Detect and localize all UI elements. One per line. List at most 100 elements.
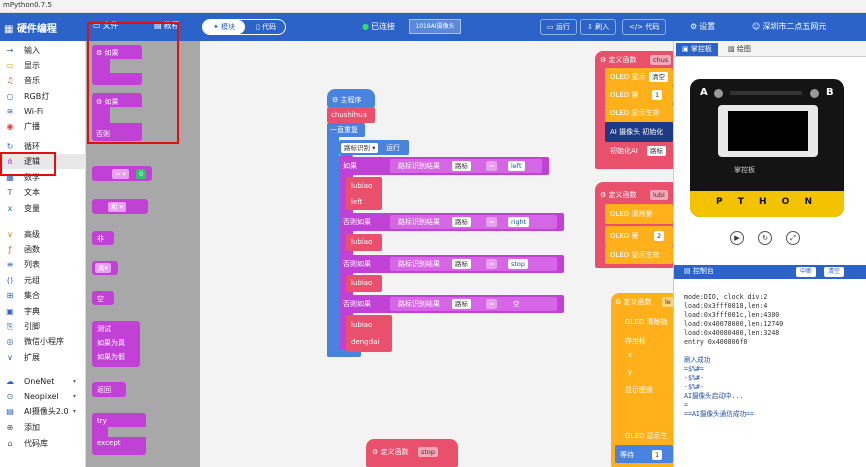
sidebar-item-11[interactable]: ∨高级 — [0, 227, 86, 242]
fn2-line2-value[interactable]: 2 — [654, 231, 665, 241]
settings-button[interactable]: ⚙设置 — [690, 20, 715, 34]
console-line: load:0x40078000,len:12740 — [684, 320, 784, 328]
action-right-call: lubiao — [351, 238, 373, 246]
and-operator[interactable]: 和 ▾ — [108, 202, 126, 212]
result-dropdown[interactable]: 路标 — [452, 299, 471, 309]
sidebar-item-14[interactable]: ()元组 — [0, 273, 86, 288]
return-block[interactable] — [92, 382, 126, 397]
sidebar-item-19[interactable]: ∨扩展 — [0, 350, 86, 365]
run-button[interactable]: ▭ 运行 — [540, 19, 577, 35]
interrupt-button[interactable]: 中断 — [796, 267, 817, 277]
compare-value[interactable]: stop — [508, 259, 529, 269]
action-left-block[interactable] — [346, 177, 382, 210]
fn1-name[interactable]: chus — [650, 55, 672, 65]
def-stop-name[interactable]: stop — [418, 447, 439, 457]
mode-blocks-button[interactable]: ✦ 模块 — [203, 20, 245, 34]
flash-button[interactable]: ⇩ 刷入 — [580, 19, 617, 35]
action-wait-block[interactable] — [346, 315, 392, 352]
condition-keyword: 否则如果 — [343, 260, 371, 268]
play-button[interactable]: ▶ — [730, 231, 744, 245]
code-button[interactable]: </> 代码 — [622, 19, 667, 35]
sidebar-item-8[interactable]: ▦数学 — [0, 170, 86, 185]
tutorial-menu[interactable]: ▤教程 — [154, 19, 180, 33]
gear-icon: ⚙ — [332, 96, 341, 104]
sidebar-item-24[interactable]: ⌂代码库 — [0, 436, 86, 451]
fn1-line2-value[interactable]: 1 — [652, 90, 663, 100]
true-dropdown[interactable]: 真▾ — [95, 263, 111, 273]
fn3-name[interactable]: le — [662, 297, 673, 307]
sidebar-item-0[interactable]: →输入 — [0, 43, 86, 58]
fn3-block[interactable] — [611, 293, 673, 467]
fn3-line7-label: 等待 — [620, 451, 634, 459]
loop-block[interactable] — [327, 123, 365, 137]
sidebar-item-21[interactable]: ⊙Neopixel▾ — [0, 389, 86, 404]
sidebar-item-22[interactable]: ▤AI摄像头2.0▾ — [0, 404, 86, 419]
sidebar-item-16[interactable]: ▣字典 — [0, 304, 86, 319]
compare-value[interactable]: left — [508, 161, 525, 171]
fullscreen-button[interactable]: ⤢ — [786, 231, 800, 245]
tab-board[interactable]: ▣ 掌控板 — [676, 43, 718, 56]
compare-operator[interactable]: = ▾ — [112, 169, 129, 179]
sidebar-item-4[interactable]: ≋Wi-Fi — [0, 104, 86, 119]
button-b[interactable] — [810, 89, 819, 98]
tab-image[interactable]: ▧ 绘图 — [728, 45, 751, 53]
file-menu[interactable]: ▭文件 — [93, 19, 119, 33]
sidebar-item-5[interactable]: ◉广播 — [0, 119, 86, 134]
action-stop-block[interactable] — [346, 275, 382, 292]
category-label: 显示 — [24, 61, 40, 70]
device-button[interactable]: 1018AI摄像头 — [409, 19, 461, 34]
sidebar-item-15[interactable]: ⊞集合 — [0, 288, 86, 303]
sidebar-item-20[interactable]: ☁OneNet▾ — [0, 374, 86, 389]
equals-dropdown[interactable]: = — [486, 161, 498, 171]
reset-button[interactable]: ↻ — [758, 231, 772, 245]
def-stop-block[interactable] — [366, 439, 458, 467]
workspace-canvas[interactable]: ⚙ 主程序 chushihua 一直重复 路标识别 ▾ 运行 如果路标识别结果路… — [200, 41, 673, 467]
mode-code-button[interactable]: ▯ 代码 — [255, 23, 277, 31]
result-dropdown[interactable]: 路标 — [452, 259, 471, 269]
fn3-line7-value[interactable]: 1 — [652, 450, 663, 460]
clear-button[interactable]: 清空 — [824, 267, 845, 277]
compare-value[interactable]: 空 — [513, 300, 520, 308]
sidebar-item-3[interactable]: ○RGB灯 — [0, 89, 86, 104]
equals-dropdown[interactable]: = — [486, 299, 498, 309]
gear-icon: ⚙ — [96, 98, 105, 106]
sidebar-item-1[interactable]: ▭显示 — [0, 58, 86, 73]
action-right-block[interactable] — [346, 234, 382, 251]
fn1-line3[interactable] — [605, 104, 673, 122]
gear-icon: ⚙ — [615, 298, 624, 306]
result-dropdown[interactable]: 路标 — [452, 217, 471, 227]
not-block[interactable] — [92, 231, 114, 245]
sidebar-item-6[interactable]: ↻循环 — [0, 139, 86, 154]
equals-dropdown[interactable]: = — [486, 259, 498, 269]
main-hat-block[interactable] — [327, 89, 375, 107]
equals-dropdown[interactable]: = — [486, 217, 498, 227]
compare-expression[interactable] — [390, 297, 557, 311]
sidebar-item-13[interactable]: ≡列表 — [0, 257, 86, 272]
button-a[interactable] — [714, 89, 723, 98]
ternary-block[interactable] — [92, 321, 140, 367]
sidebar-item-23[interactable]: ⊕添加 — [0, 420, 86, 435]
user-account[interactable]: ☺深圳市二点五网元 — [752, 20, 826, 34]
button-b-label: B — [826, 87, 834, 98]
sidebar-item-18[interactable]: ◎微信小程序 — [0, 334, 86, 349]
compare-value[interactable]: right — [508, 217, 530, 227]
fn2-line1[interactable] — [605, 204, 673, 224]
fn1-line5-value[interactable]: 路标 — [647, 146, 666, 156]
sidebar-item-2[interactable]: ♫音乐 — [0, 73, 86, 88]
sidebar-item-7[interactable]: ⋔逻辑 — [0, 154, 86, 169]
result-dropdown[interactable]: 路标 — [452, 161, 471, 171]
gear-icon: ⚙ — [690, 22, 698, 31]
recognize-dropdown[interactable]: 路标识别 ▾ — [341, 143, 379, 153]
null-block[interactable] — [92, 291, 114, 305]
fn2-line3[interactable] — [605, 246, 673, 264]
fn1-line1-value[interactable]: 清空 — [649, 72, 668, 82]
gear-icon: ⚙ — [96, 49, 105, 57]
fn2-name[interactable]: lubi — [650, 190, 668, 200]
compare-value[interactable]: 0 — [136, 169, 147, 179]
sidebar-item-17[interactable]: ⎘引脚 — [0, 319, 86, 334]
call-init-block[interactable] — [327, 107, 375, 123]
fn1-line4[interactable] — [605, 122, 673, 142]
